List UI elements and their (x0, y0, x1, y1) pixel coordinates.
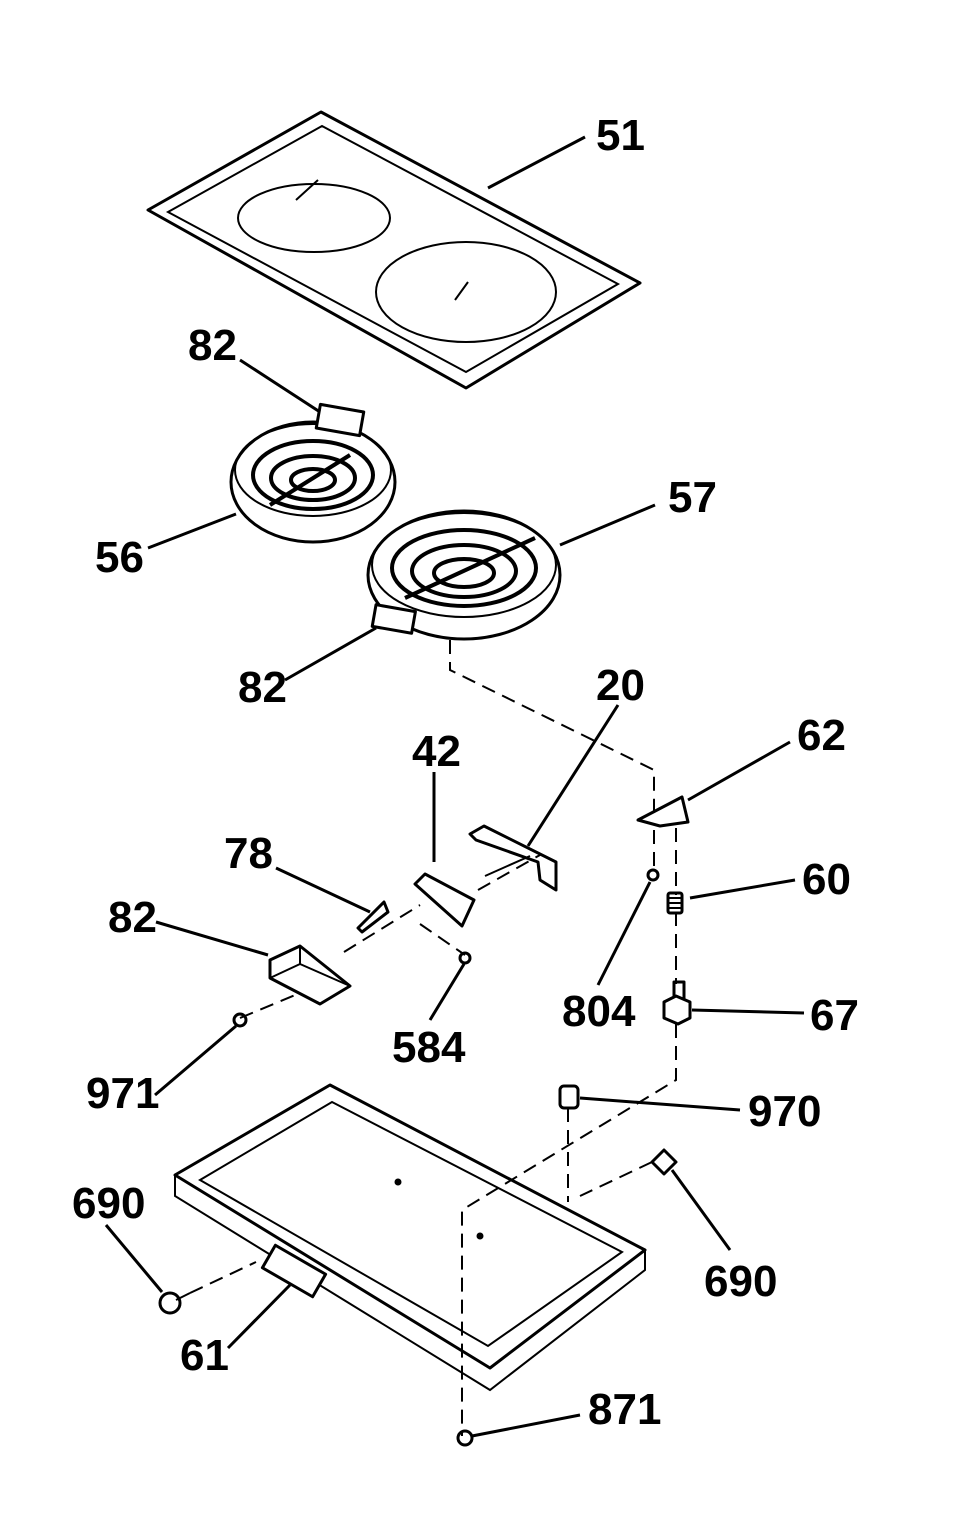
surface-element-56 (229, 402, 397, 544)
screw-584 (458, 951, 472, 965)
bracket-62 (636, 795, 690, 828)
cooktop-glass-51 (146, 110, 642, 390)
label-67: 67 (810, 991, 859, 1040)
screw-690-left (158, 1291, 191, 1315)
label-56: 56 (95, 533, 144, 582)
label-42: 42 (412, 727, 461, 776)
label-20: 20 (596, 661, 645, 710)
clip-78 (356, 900, 390, 934)
label-970: 970 (748, 1087, 821, 1136)
label-871: 871 (588, 1385, 661, 1434)
label-60: 60 (802, 855, 851, 904)
label-51: 51 (596, 111, 645, 160)
label-82-mid: 82 (238, 663, 287, 712)
label-62: 62 (797, 711, 846, 760)
label-690-right: 690 (704, 1257, 777, 1306)
spring-60 (666, 891, 684, 915)
standoff-67 (662, 980, 692, 1026)
bracket-20 (468, 824, 558, 892)
leader-lines (104, 135, 805, 1438)
tray-61 (173, 1083, 647, 1392)
label-971: 971 (86, 1069, 159, 1118)
screw-871 (456, 1429, 474, 1447)
plate-42 (413, 872, 476, 928)
label-584: 584 (392, 1023, 466, 1072)
label-57: 57 (668, 473, 717, 522)
label-82-bottom: 82 (108, 893, 157, 942)
screw-804 (646, 868, 660, 882)
callout-labels: 51 82 56 57 82 20 42 62 78 60 82 804 584… (72, 111, 859, 1434)
assembly-lines (189, 640, 677, 1436)
nut-970 (558, 1084, 580, 1110)
surface-element-57 (366, 509, 562, 641)
label-82-top: 82 (188, 321, 237, 370)
label-61: 61 (180, 1331, 229, 1380)
label-78: 78 (224, 829, 273, 878)
terminal-block-82 (268, 944, 352, 1006)
label-690-left: 690 (72, 1179, 145, 1228)
label-804: 804 (562, 987, 636, 1036)
screw-690-right (650, 1148, 678, 1176)
